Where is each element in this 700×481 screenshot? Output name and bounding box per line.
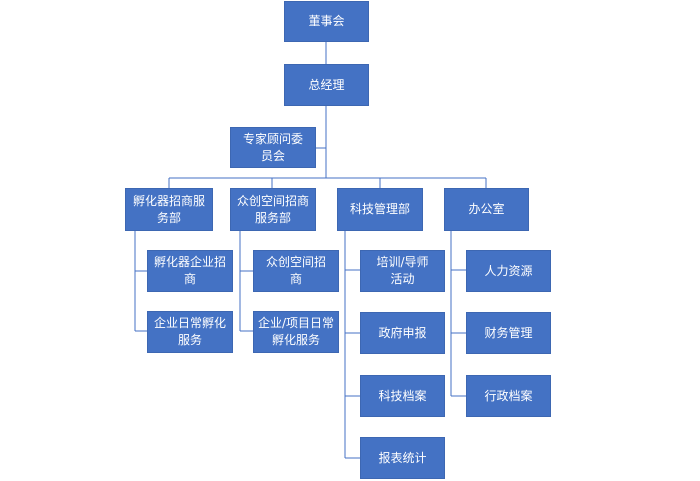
board-node: 董事会 [284, 1, 369, 42]
enterprise-daily-incubation-node: 企业日常孵化服务 [147, 311, 233, 353]
incubator-recruit-dept-node: 孵化器招商服务部 [125, 188, 213, 231]
space-recruit-dept-node: 众创空间招商服务部 [230, 188, 316, 231]
tech-archive-node: 科技档案 [360, 375, 445, 417]
office-dept-node: 办公室 [444, 188, 529, 231]
gov-declaration-node: 政府申报 [360, 312, 445, 354]
general-manager-node: 总经理 [284, 64, 369, 106]
finance-management-node: 财务管理 [466, 312, 551, 354]
tech-management-dept-node: 科技管理部 [337, 188, 423, 231]
report-statistics-node: 报表统计 [360, 437, 445, 479]
admin-archive-node: 行政档案 [466, 375, 551, 417]
space-recruit-node: 众创空间招商 [253, 250, 339, 292]
training-mentor-node: 培训/导师活动 [360, 250, 445, 292]
project-daily-incubation-node: 企业/项目日常孵化服务 [253, 311, 339, 353]
human-resources-node: 人力资源 [466, 250, 551, 292]
advisory-committee-node: 专家顾问委员会 [230, 127, 316, 168]
incubator-enterprise-recruit-node: 孵化器企业招商 [147, 250, 233, 292]
